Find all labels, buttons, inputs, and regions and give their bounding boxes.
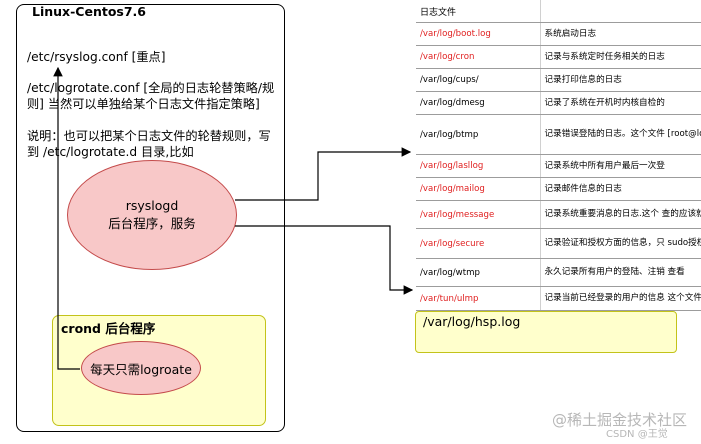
- log-desc-cell: 记录验证和授权方面的信息，只 sudo授权，甚至添加用户和修: [540, 228, 701, 259]
- table-header-row: 日志文件: [416, 0, 701, 23]
- log-path-cell: /var/log/message: [416, 200, 541, 229]
- log-path-cell: /var/log/lasllog: [416, 154, 541, 178]
- log-path-cell: /var/log/wtmp: [416, 258, 541, 287]
- log-path-cell: /var/log/cron: [416, 45, 541, 69]
- linux-system-box: [16, 4, 285, 432]
- rsyslogd-description: 后台程序，服务: [108, 216, 196, 231]
- log-path-cell: /var/log/btmp: [416, 114, 541, 155]
- log-desc-cell: 永久记录所有用户的登陆、注销 查看: [540, 258, 701, 287]
- log-desc-cell: 记录错误登陆的日志。这个文件 [root@localhost log]#last…: [540, 114, 701, 155]
- watermark-sub: CSDN @王觉: [606, 429, 668, 440]
- log-desc-cell: 记录与系统定时任务相关的日志: [540, 45, 701, 69]
- crond-box: crond 后台程序 每天只需logroate: [52, 315, 266, 426]
- arrow-logrotate-to-config: [53, 66, 80, 370]
- log-path-cell: /var/log/cups/: [416, 68, 541, 92]
- watermark-main: @稀土掘金技术社区: [552, 411, 688, 429]
- arrow-rsyslogd-to-hsp-log: [235, 225, 414, 295]
- note-logrotate-d: 说明：也可以把某个日志文件的轮替规则，写到 /etc/logrotate.d 目…: [27, 128, 271, 159]
- log-path-cell: /var/log/dmesg: [416, 91, 541, 115]
- log-path-cell: /var/log/mailog: [416, 177, 541, 201]
- table-header-blank: [540, 0, 701, 23]
- log-path-cell: /var/log/secure: [416, 228, 541, 259]
- log-path-cell: /var/tun/ulmp: [416, 286, 541, 311]
- log-desc-cell: 记录邮件信息的日志: [540, 177, 701, 201]
- log-desc-cell: 记录系统中所有用户最后一次登: [540, 154, 701, 178]
- log-desc-cell: 记录打印信息的日志: [540, 68, 701, 92]
- rsyslogd-label: rsyslogd: [125, 198, 179, 213]
- log-desc-cell: 记录了系统在开机时内核自检的: [540, 91, 701, 115]
- crond-title: crond 后台程序: [61, 321, 156, 336]
- note-rsyslog-conf: /etc/rsyslog.conf [重点]: [27, 49, 166, 64]
- log-desc-cell: 记录系统重要消息的日志.这个 查的应该就是这个日志文件: [540, 200, 701, 229]
- linux-system-title: Linux-Centos7.6: [32, 4, 146, 19]
- arrow-rsyslogd-to-log-table: [235, 147, 412, 201]
- note-logrotate-conf: /etc/logrotate.conf [全局的日志轮替策略/规则] 当然可以单…: [27, 81, 275, 112]
- log-desc-cell: 系统启动日志: [540, 22, 701, 46]
- rsyslogd-node: rsyslogd 后台程序，服务: [67, 160, 237, 270]
- config-notes: /etc/rsyslog.conf [重点] /etc/logrotate.co…: [27, 34, 277, 176]
- log-desc-cell: 记录当前已经登录的用户的信息 这个文件不能用vi查看，而要: [540, 286, 701, 311]
- table-header-log-file: 日志文件: [416, 0, 541, 23]
- hsp-log-box: /var/log/hsp.log: [415, 311, 677, 353]
- log-path-cell: /var/log/boot.log: [416, 22, 541, 46]
- table-row: /var/log/cups/记录打印信息的日志: [416, 68, 701, 92]
- logrotate-node: 每天只需logroate: [81, 341, 201, 395]
